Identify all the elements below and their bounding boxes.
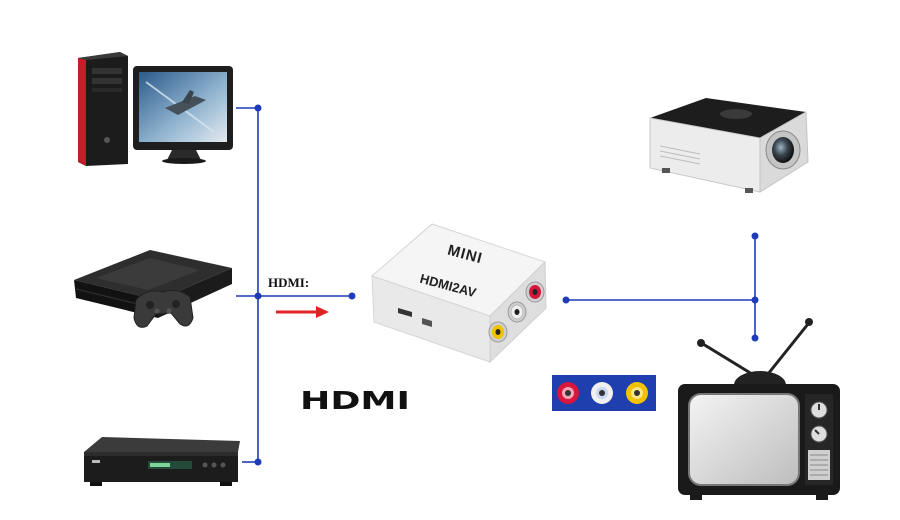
rca-jack-red [525,281,545,303]
projector-icon [649,98,809,193]
game-controller-icon [133,289,194,328]
set-top-box-icon [84,437,240,486]
connection-dot [254,292,262,300]
converter-input-ports [398,308,432,327]
tv-antenna [697,318,813,385]
mode-switch [422,318,432,327]
source-connection-dots [254,104,356,466]
signal-direction-arrow [276,306,329,318]
connection-dot [348,292,356,300]
connection-dot [751,232,759,240]
pc-monitor [133,66,233,164]
television-icon [678,318,840,500]
hdmi-input-label: HDMI: [268,275,309,290]
rca-plug-white-icon [591,382,613,404]
tv-control-panel [805,394,833,485]
hdmi-logo: HDMI [300,386,410,415]
connection-dot [254,104,262,112]
hdmi2av-converter-icon: MINI HDMI2AV [371,223,547,364]
rca-jack-white [507,301,527,323]
av-output-connections [566,236,756,338]
rca-plug-red-icon [557,382,579,404]
pc-tower [78,52,128,166]
connection-dot [254,458,262,466]
desktop-computer-icon [78,52,233,166]
output-connection-dots [562,232,759,342]
tv-screen [688,393,800,486]
connection-dot [751,334,759,342]
mini-usb-port [398,308,412,317]
connection-dot [751,296,759,304]
rca-output-jacks [488,281,545,343]
connection-dot [562,296,570,304]
rca-plug-yellow-icon [626,382,648,404]
rca-jack-yellow [488,321,508,343]
rca-color-panel [552,375,656,411]
